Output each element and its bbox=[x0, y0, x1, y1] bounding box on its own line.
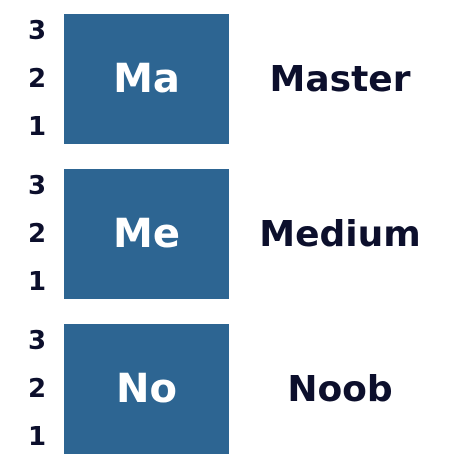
sublevel-1: 1 bbox=[27, 112, 47, 142]
level-row-master: 3 2 1 Ma Master bbox=[0, 14, 463, 144]
sublevel-list: 3 2 1 bbox=[22, 14, 52, 144]
sublevel-2: 2 bbox=[27, 219, 47, 249]
level-row-noob: 3 2 1 No Noob bbox=[0, 324, 463, 454]
level-name-noob: Noob bbox=[287, 368, 393, 410]
sublevel-1: 1 bbox=[27, 267, 47, 297]
sublevel-3: 3 bbox=[27, 16, 47, 46]
level-name-master: Master bbox=[269, 58, 411, 100]
sublevel-list: 3 2 1 bbox=[22, 324, 52, 454]
level-tile-master[interactable]: Ma bbox=[64, 14, 229, 144]
level-name-medium: Medium bbox=[259, 213, 421, 255]
level-tile-noob[interactable]: No bbox=[64, 324, 229, 454]
sublevel-3: 3 bbox=[27, 326, 47, 356]
level-row-medium: 3 2 1 Me Medium bbox=[0, 169, 463, 299]
sublevel-list: 3 2 1 bbox=[22, 169, 52, 299]
sublevel-3: 3 bbox=[27, 171, 47, 201]
sublevel-1: 1 bbox=[27, 422, 47, 452]
sublevel-2: 2 bbox=[27, 374, 47, 404]
level-abbreviation: No bbox=[116, 366, 177, 412]
sublevel-2: 2 bbox=[27, 64, 47, 94]
level-abbreviation: Me bbox=[113, 211, 180, 257]
level-abbreviation: Ma bbox=[113, 56, 180, 102]
level-tile-medium[interactable]: Me bbox=[64, 169, 229, 299]
